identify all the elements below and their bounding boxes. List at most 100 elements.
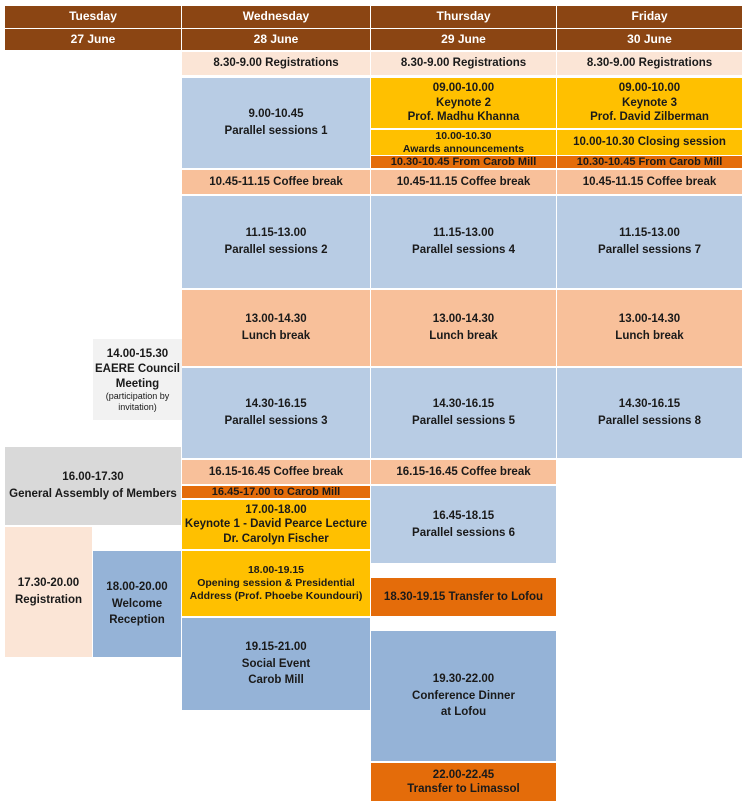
header-date-tuesday: 27 June [5,29,181,50]
thursday-parallel-sessions-4: 11.15-13.00 Parallel sessions 4 [371,196,556,288]
friday-parallel-sessions-8: 14.30-16.15 Parallel sessions 8 [557,368,742,458]
wednesday-parallel-sessions-3: 14.30-16.15 Parallel sessions 3 [182,368,370,458]
keynote-3: 09.00-10.00 Keynote 3 Prof. David Zilber… [557,78,742,128]
wednesday-parallel-sessions-1: 9.00-10.45 Parallel sessions 1 [182,78,370,168]
council-meeting: 14.00-15.30 EAERE Council Meeting (parti… [93,339,182,420]
ps8-time: 14.30-16.15 [618,398,681,411]
friday-lunch-time: 13.00-14.30 [618,313,681,326]
header-day-friday: Friday [557,6,742,28]
ps8-title: Parallel sessions 8 [598,415,701,427]
friday-lunch-title: Lunch break [615,330,684,342]
welcome-reception-time: 18.00-20.00 [106,580,168,593]
wednesday-parallel-sessions-2: 11.15-13.00 Parallel sessions 2 [182,196,370,288]
keynote-2: 09.00-10.00 Keynote 2 Prof. Madhu Khanna [371,78,556,128]
council-meeting-title-2: Meeting [115,377,160,390]
awards-title: Awards announcements [402,142,525,155]
thursday-lunch-time: 13.00-14.30 [432,313,495,326]
ps2-time: 11.15-13.00 [245,227,307,240]
conference-dinner-title: Conference Dinner [412,689,515,702]
wednesday-registrations: 8.30-9.00 Registrations [182,52,370,75]
friday-parallel-sessions-7: 11.15-13.00 Parallel sessions 7 [557,196,742,288]
awards-time: 10.00-10.30 [435,130,492,143]
keynote-2-title: Keynote 2 [436,96,491,109]
social-event-title: Social Event [241,657,311,670]
transfer-to-lofou: 18.30-19.15 Transfer to Lofou [371,578,556,616]
friday-lunch-break: 13.00-14.30 Lunch break [557,290,742,366]
wednesday-lunch-title: Lunch break [241,330,311,342]
transfer-limassol-title: Transfer to Limassol [407,783,520,795]
thursday-coffee-break-2: 16.15-16.45 Coffee break [371,460,556,484]
friday-coffee-break-1: 10.45-11.15 Coffee break [557,170,742,194]
council-meeting-note-2: invitation) [118,402,157,413]
keynote-2-speaker: Prof. Madhu Khanna [407,111,520,124]
thursday-lunch-title: Lunch break [429,330,498,342]
wednesday-lunch-time: 13.00-14.30 [245,313,307,326]
opening-session-time: 18.00-19.15 [247,563,305,576]
social-event-time: 19.15-21.00 [245,640,307,653]
general-assembly: 16.00-17.30 General Assembly of Members [5,447,181,525]
ps4-title: Parallel sessions 4 [412,244,515,256]
welcome-reception-title-2: Reception [109,614,165,627]
conference-dinner: 19.30-22.00 Conference Dinner at Lofou [371,631,556,761]
social-event-place: Carob Mill [248,674,304,687]
friday-from-carob-mill: 10.30-10.45 From Carob Mill [557,156,742,168]
keynote-1-speaker: Dr. Carolyn Fischer [223,532,329,545]
keynote-3-speaker: Prof. David Zilberman [590,111,709,124]
thursday-lunch-break: 13.00-14.30 Lunch break [371,290,556,366]
ps3-time: 14.30-16.15 [245,398,307,411]
keynote-1: 17.00-18.00 Keynote 1 - David Pearce Lec… [182,500,370,549]
thursday-parallel-sessions-5: 14.30-16.15 Parallel sessions 5 [371,368,556,458]
transfer-limassol-time: 22.00-22.45 [432,768,495,781]
thursday-coffee-break-1: 10.45-11.15 Coffee break [371,170,556,194]
keynote-1-title: Keynote 1 - David Pearce Lecture [184,518,368,531]
ps4-time: 11.15-13.00 [433,227,494,240]
general-assembly-title: General Assembly of Members [9,488,177,500]
header-day-wednesday: Wednesday [182,6,370,28]
keynote-3-title: Keynote 3 [622,96,677,109]
keynote-2-time: 09.00-10.00 [432,82,495,95]
ps1-title: Parallel sessions 1 [224,125,328,137]
social-event: 19.15-21.00 Social Event Carob Mill [182,618,370,710]
opening-session: 18.00-19.15 Opening session & Presidenti… [182,551,370,616]
awards-announcements: 10.00-10.30 Awards announcements [371,130,556,155]
header-date-wednesday: 28 June [182,29,370,50]
header-day-thursday: Thursday [371,6,556,28]
council-meeting-title: EAERE Council [95,363,180,376]
ps1-time: 9.00-10.45 [248,108,304,121]
tuesday-registration: 17.30-20.00 Registration [5,527,92,657]
header-date-friday: 30 June [557,29,742,50]
welcome-reception-title: Welcome [111,597,163,610]
ps5-time: 14.30-16.15 [432,398,495,411]
ps6-time: 16.45-18.15 [432,509,495,522]
opening-session-title-2: Address (Prof. Phoebe Koundouri) [189,590,363,603]
header-date-thursday: 29 June [371,29,556,50]
conference-dinner-time: 19.30-22.00 [432,672,495,685]
ps2-title: Parallel sessions 2 [224,244,328,256]
wednesday-lunch-break: 13.00-14.30 Lunch break [182,290,370,366]
ps3-title: Parallel sessions 3 [224,415,328,427]
closing-session: 10.00-10.30 Closing session [557,130,742,155]
council-meeting-note: (participation by [105,390,170,401]
ps5-title: Parallel sessions 5 [412,415,515,427]
wednesday-coffee-break-2: 16.15-16.45 Coffee break [182,460,370,484]
opening-session-title: Opening session & Presidential [197,576,355,589]
thursday-from-carob-mill: 10.30-10.45 From Carob Mill [371,156,556,168]
tuesday-registration-title: Registration [14,594,83,606]
keynote-3-time: 09.00-10.00 [618,82,681,95]
wednesday-coffee-break-1: 10.45-11.15 Coffee break [182,170,370,194]
keynote-1-time: 17.00-18.00 [245,503,307,516]
transfer-to-limassol: 22.00-22.45 Transfer to Limassol [371,763,556,801]
ps7-time: 11.15-13.00 [619,227,680,240]
thursday-parallel-sessions-6: 16.45-18.15 Parallel sessions 6 [371,486,556,563]
ps6-title: Parallel sessions 6 [412,526,515,539]
header-day-tuesday: Tuesday [5,6,181,28]
conference-dinner-place: at Lofou [440,706,487,719]
friday-registrations: 8.30-9.00 Registrations [557,52,742,75]
tuesday-registration-time: 17.30-20.00 [17,577,80,590]
ps7-title: Parallel sessions 7 [598,244,701,256]
council-meeting-time: 14.00-15.30 [106,347,169,360]
general-assembly-time: 16.00-17.30 [62,471,124,484]
wednesday-transfer-carob-mill: 16.45-17.00 to Carob Mill [182,486,370,498]
thursday-registrations: 8.30-9.00 Registrations [371,52,556,75]
welcome-reception: 18.00-20.00 Welcome Reception [93,551,181,657]
